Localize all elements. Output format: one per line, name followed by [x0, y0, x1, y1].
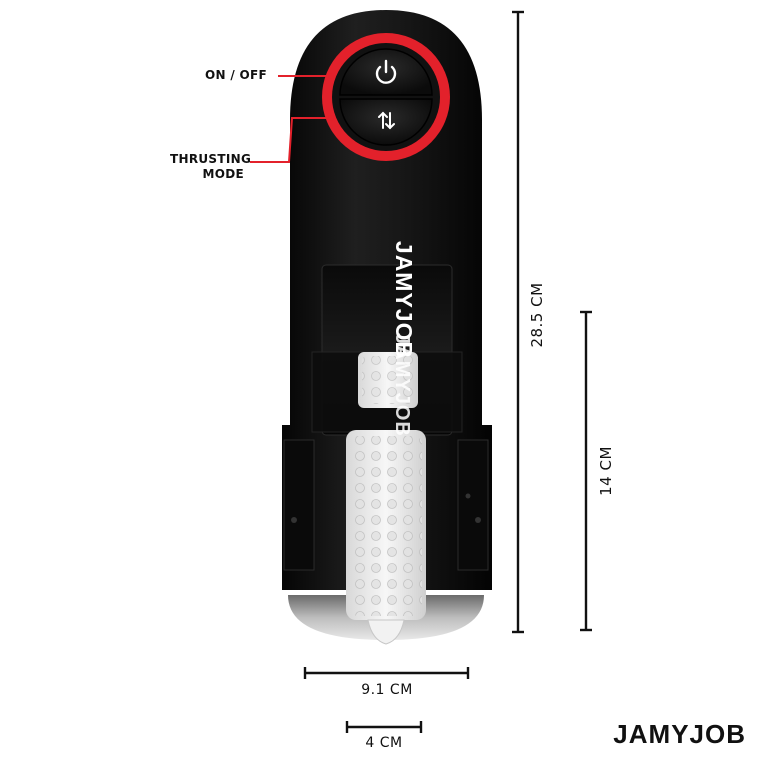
side-panel-right [457, 439, 489, 571]
screw-right-upper [465, 493, 471, 499]
thrusting-callout-line [250, 117, 330, 163]
mode-button[interactable] [339, 98, 433, 146]
total-height-dimension-line [512, 10, 524, 634]
insertable-length-dimension-line [580, 310, 592, 632]
sleeve-upper-texture [362, 356, 414, 404]
sleeve-texture [350, 436, 422, 616]
screw-right [475, 517, 481, 523]
insertable-length-label: 14 CM [597, 446, 615, 496]
total-height-label: 28.5 CM [528, 282, 546, 348]
thrusting-mode-label-line1: THRUSTING [170, 152, 252, 166]
arrows-up-down-icon [378, 111, 395, 130]
side-panel-left [283, 439, 315, 571]
thrusting-mode-label-line2: MODE [202, 167, 244, 181]
width-label: 9.1 CM [361, 682, 413, 698]
screw-left [291, 517, 297, 523]
on-off-callout-dot [328, 73, 334, 79]
brand-logo: JAMYJOB [613, 719, 746, 749]
sleeve-opening [367, 619, 405, 645]
power-icon [375, 59, 397, 84]
sleeve-logo: JAMYJOB [391, 333, 413, 437]
thrusting-callout-dot [328, 115, 334, 121]
on-off-label: ON / OFF [205, 68, 267, 82]
thrusting-mode-label: THRUSTING MODE [170, 152, 252, 182]
device-logo: JAMYJOB [391, 241, 417, 359]
opening-dimension-line [345, 721, 423, 733]
opening-label: 4 CM [365, 735, 403, 751]
width-dimension-line [303, 667, 470, 679]
